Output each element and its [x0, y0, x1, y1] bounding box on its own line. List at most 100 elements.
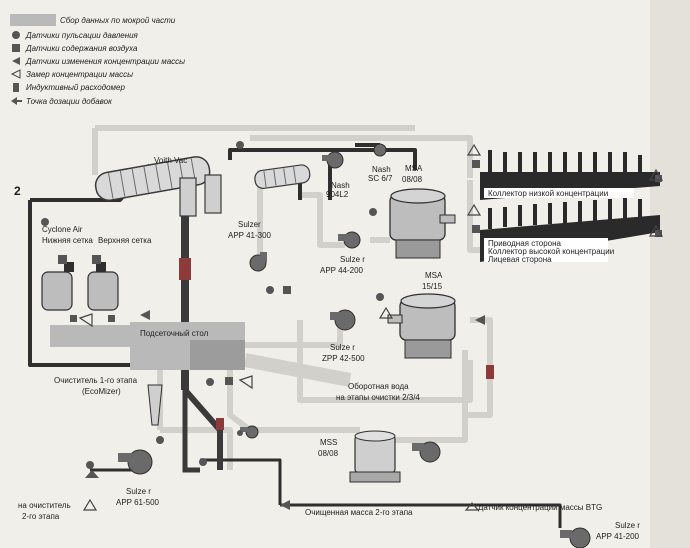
second-vac — [254, 164, 311, 189]
pump-small-mid — [240, 425, 259, 439]
legend-flowmeter-icon — [13, 83, 19, 92]
pipe-msa-top — [250, 135, 473, 178]
voith-vac-leg-1 — [179, 177, 197, 217]
sensor-circle-7 — [156, 436, 164, 444]
legend-dosing: Точка дозации добавок — [26, 97, 113, 106]
sensor-circle-8 — [86, 461, 94, 469]
pump-app44: Sulze r APP 44-200 — [320, 231, 365, 275]
pipe-mid-loop — [297, 320, 473, 403]
pump-app61: Sulze r APP 61-500 — [116, 449, 160, 507]
sensor-tri-5 — [648, 168, 664, 181]
app44-line1: Sulze r — [340, 255, 365, 264]
dosing-arrow-4 — [280, 500, 290, 510]
msa-top-line2: 08/08 — [402, 175, 423, 184]
cyclone-air: Cyclone Air Нижняя сетка Верхняя сетка — [41, 225, 152, 311]
sensor-circle-10 — [237, 430, 243, 436]
upper-screen-label: Верхняя сетка — [98, 236, 152, 245]
pump-app41-200: Sulze r APP 41-200 — [560, 521, 640, 548]
app41-300-line1: Sulzer — [238, 220, 261, 229]
legend-air-icon — [12, 44, 20, 52]
wire-table-label: Подсеточный стол — [140, 329, 209, 338]
page-edge-shade — [650, 0, 690, 548]
legend-flowmeter: Индуктивный расходомер — [26, 83, 125, 92]
legend-consistency-change: Датчики изменения концентрации массы — [25, 57, 185, 66]
sensor-square-5 — [70, 315, 77, 322]
sensor-square-9 — [655, 175, 662, 182]
btg-sensor-label: Датчик концентрации массы BTG — [478, 503, 602, 512]
wire-table: Подсеточный стол — [50, 322, 245, 370]
sensor-tri-8 — [466, 203, 482, 216]
voith-vac-leg-2 — [204, 174, 222, 214]
pump-nash-sc: Nash SC 6/7 — [368, 143, 393, 183]
legend-consistency-measure-icon — [10, 69, 21, 79]
header-high-concentration: Приводная сторона Коллектор высокой конц… — [480, 198, 660, 264]
section-number: 2 — [14, 184, 21, 198]
mss-screen: MSS 08/08 — [318, 430, 401, 483]
cleaned-mass-label: Очищенная масса 2-го этапа — [305, 508, 413, 517]
sensor-tri-4 — [464, 502, 480, 511]
cleaner-line2: (EcoMizer) — [82, 387, 121, 396]
zpp42-line2: ZPP 42-500 — [322, 354, 365, 363]
pipe-to-headers — [467, 180, 480, 253]
to-cleaner2-line2: 2-го этапа — [22, 512, 60, 521]
sensor-square-8 — [472, 225, 480, 233]
red-seg-2 — [486, 365, 494, 379]
zpp42-line1: Sulze r — [330, 343, 355, 352]
dosing-arrows — [85, 310, 485, 510]
legend-wet-end: Сбор данных по мокрой части — [60, 16, 176, 25]
lower-screen-label: Нижняя сетка — [42, 236, 93, 245]
pump-zpp42: Sulze r ZPP 42-500 — [322, 309, 365, 363]
sensor-square-7 — [472, 160, 480, 168]
voith-vac-label: Voith Vac — [154, 156, 187, 165]
legend-pressure: Датчики пульсации давления — [25, 31, 139, 40]
pipe-left-loop — [28, 200, 130, 367]
sensor-tri-2 — [78, 313, 93, 328]
msa-mid-line2: 15/15 — [422, 282, 443, 291]
sensor-tri-3 — [82, 498, 98, 511]
legend-dosing-icon — [11, 97, 22, 105]
red-seg-3 — [216, 418, 224, 430]
to-cleaner2-line1: на очиститель — [18, 501, 71, 510]
cleaner-line1: Очиститель 1-го этапа — [54, 376, 138, 385]
sensor-square-1 — [283, 286, 291, 294]
app41-300-line2: APP 41-300 — [228, 231, 272, 240]
msa-mid: MSA 15/15 — [387, 271, 456, 359]
recirc-line1: Оборотная вода — [348, 382, 409, 391]
red-segments — [179, 258, 494, 430]
nash-904-line2: 904L2 — [326, 190, 349, 199]
pump-mss-right — [412, 441, 441, 463]
mss-line1: MSS — [320, 438, 337, 447]
pump-app41-300: Sulzer APP 41-300 — [228, 220, 272, 272]
dosing-arrow-2 — [475, 315, 485, 325]
sensor-circle-1 — [236, 141, 244, 149]
app61-line1: Sulze r — [126, 487, 151, 496]
pump-nash-904: Nash 904L2 — [322, 151, 350, 199]
pipe-app61-out — [200, 458, 282, 505]
sensor-circle-9 — [199, 458, 207, 466]
wire-table-shade — [190, 340, 245, 370]
sensor-tri-9 — [378, 306, 394, 319]
nash-904-line1: Nash — [331, 181, 350, 190]
header-drive-label: Приводная сторона — [488, 239, 562, 248]
legend-pressure-icon — [12, 31, 20, 39]
app41-200-line2: APP 41-200 — [596, 532, 640, 541]
header-low-concentration: Коллектор низкой концентрации — [480, 150, 660, 200]
sensor-circle-2 — [41, 218, 49, 226]
recirc-line2: на этапы очистки 2/3/4 — [336, 393, 420, 402]
sensor-circle-4 — [369, 208, 377, 216]
pipe-mss-right — [395, 350, 468, 443]
legend-consistency-measure: Замер концентрации массы — [26, 70, 133, 79]
header-low-label: Коллектор низкой концентрации — [488, 189, 608, 198]
legend-air: Датчики содержания воздуха — [25, 44, 138, 53]
header-high-pipes — [488, 198, 642, 229]
sensor-circle-3 — [266, 286, 274, 294]
header-high-label-bg — [484, 238, 608, 262]
sensor-square-6 — [108, 315, 115, 322]
nash-sc-line1: Nash — [372, 165, 391, 174]
dark-pipes — [28, 143, 562, 528]
pipe-zpp-in — [240, 320, 343, 348]
voith-vac: Voith Vac — [94, 156, 222, 217]
app61-line2: APP 61-500 — [116, 498, 160, 507]
msa-top-line1: MSA — [405, 164, 423, 173]
